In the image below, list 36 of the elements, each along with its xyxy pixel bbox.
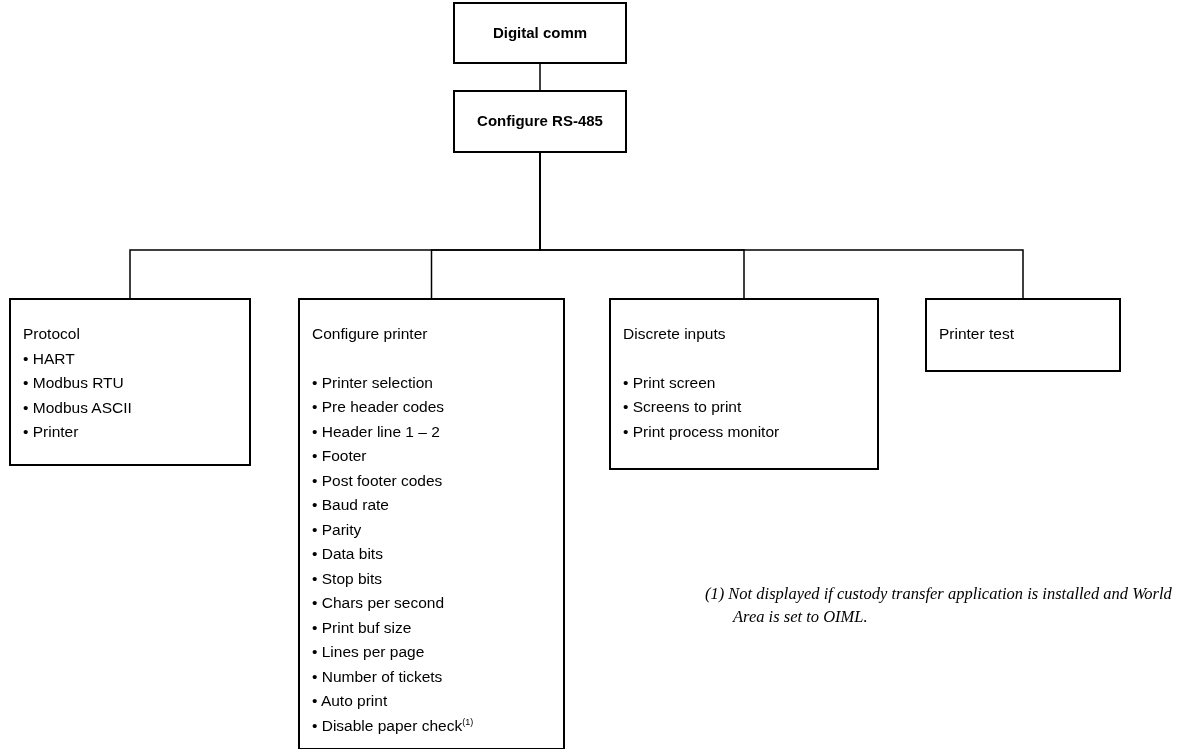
menu-list-box <box>925 298 1121 372</box>
menu-item: • Stop bits <box>312 568 383 589</box>
menu-item: • Number of tickets <box>312 666 443 687</box>
menu-item: • Print buf size <box>312 617 412 638</box>
menu-item: • Modbus ASCII <box>23 397 132 418</box>
menu-item: • Printer <box>23 422 79 442</box>
menu-item: • Footer <box>312 446 367 466</box>
menu-item: • Print process monitor <box>623 421 780 442</box>
menu-box <box>453 90 627 153</box>
menu-heading: Discrete inputs <box>623 324 726 344</box>
menu-item: • Parity <box>312 519 362 540</box>
menu-heading: Protocol <box>23 324 80 344</box>
menu-list-box <box>609 298 879 470</box>
menu-item: • Screens to print <box>623 397 742 417</box>
menu-item: • Header line 1 – 2 <box>312 421 440 442</box>
menu-heading: Printer test <box>939 324 1014 344</box>
menu-box <box>453 2 627 64</box>
menu-item: • Printer selection <box>312 372 433 393</box>
menu-item: • Chars per second <box>312 593 445 613</box>
menu-item: • HART <box>23 348 75 369</box>
menu-heading: Digital comm <box>492 22 588 43</box>
footnote: (1) Not displayed if custody transfer application is installed and World Area is set to OIML. <box>705 583 1173 628</box>
menu-heading: Configure printer <box>312 324 428 344</box>
menu-item: • Print screen <box>623 372 716 393</box>
menu-heading: Configure RS-485 <box>477 111 603 132</box>
menu-item: • Baud rate <box>312 495 389 515</box>
menu-item: • Disable paper check$^{(1)}$ <box>312 715 474 736</box>
connector-line <box>539 63 541 91</box>
menu-item: • Modbus RTU <box>23 373 124 393</box>
menu-item: • Lines per page <box>312 642 425 662</box>
menu-item: • Post footer codes <box>312 470 443 491</box>
menu-list-box <box>298 298 565 749</box>
menu-item: • Auto print <box>312 691 388 711</box>
menu-list-box <box>9 298 251 466</box>
menu-item: • Pre header codes <box>312 397 445 417</box>
menu-item: • Data bits <box>312 544 383 564</box>
